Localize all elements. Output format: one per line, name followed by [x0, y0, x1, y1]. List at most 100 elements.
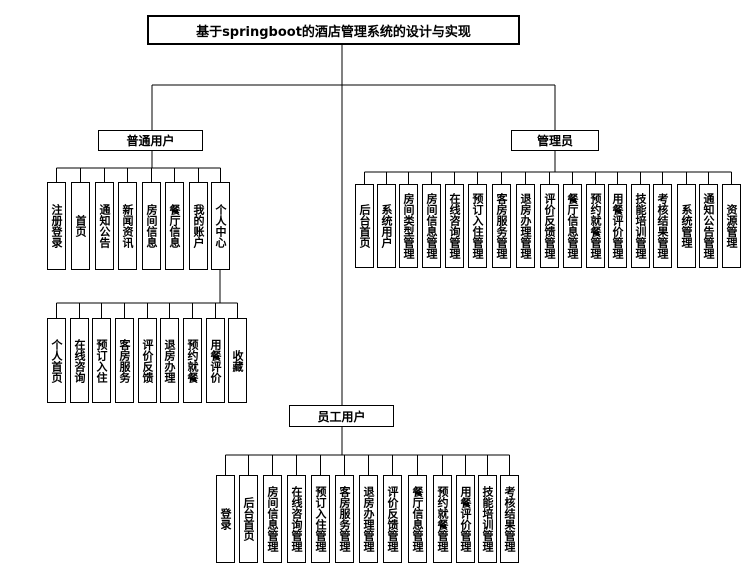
user-item-label: 餐厅信息 [168, 204, 181, 248]
staff-item: 登录 [216, 475, 235, 563]
user-item: 首页 [71, 182, 90, 270]
user-item-label: 首页 [74, 215, 87, 237]
staff-item-label: 预约就餐管理 [436, 486, 449, 552]
staff-item: 预约就餐管理 [433, 475, 452, 563]
admin-item-label: 用餐评价管理 [611, 193, 624, 259]
user-item-label: 通知公告 [98, 204, 111, 248]
staff-item: 后台首页 [239, 475, 258, 563]
admin-item-label: 预约就餐管理 [589, 193, 602, 259]
admin-item: 系统用户 [377, 184, 396, 268]
user-center-item-label: 预约就餐 [186, 338, 199, 383]
user-center-item-label: 个人首页 [50, 338, 63, 383]
admin-item: 房间信息管理 [422, 184, 441, 268]
user-center-item-label: 收藏 [231, 349, 244, 372]
admin-item-label: 房间类型管理 [402, 193, 415, 259]
user-center-item-label: 退房办理 [163, 338, 176, 383]
user-item-label: 个人中心 [214, 204, 227, 248]
admin-item: 房间类型管理 [399, 184, 418, 268]
admin-item-label: 技能培训管理 [634, 193, 647, 259]
admin-item-label: 房间信息管理 [425, 193, 438, 259]
staff-item: 预订入住管理 [311, 475, 330, 563]
staff-item: 客房服务管理 [335, 475, 354, 563]
admin-item: 用餐评价管理 [608, 184, 627, 268]
admin-item-label: 考核结果管理 [656, 193, 669, 259]
admin-item-label: 退房办理管理 [519, 193, 532, 259]
group-user: 普通用户 [98, 130, 203, 151]
staff-item-label: 在线咨询管理 [290, 486, 303, 552]
admin-item: 预订入住管理 [468, 184, 487, 268]
staff-item-label: 评价反馈管理 [386, 486, 399, 552]
user-center-item: 预约就餐 [183, 318, 202, 403]
admin-item: 考核结果管理 [653, 184, 672, 268]
user-center-item: 用餐评价 [206, 318, 225, 403]
admin-item-label: 预订入住管理 [471, 193, 484, 259]
user-center-item: 个人首页 [47, 318, 66, 403]
staff-item-label: 登录 [219, 508, 232, 530]
user-item: 注册登录 [47, 182, 66, 270]
user-center-item: 预订入住 [92, 318, 111, 403]
admin-item: 客房服务管理 [492, 184, 511, 268]
user-center-item-label: 客房服务 [118, 338, 131, 383]
admin-item-label: 资源管理 [725, 204, 738, 248]
admin-item: 在线咨询管理 [445, 184, 464, 268]
admin-item-label: 在线咨询管理 [448, 193, 461, 259]
user-center-item: 评价反馈 [138, 318, 157, 403]
user-item: 我的账户 [189, 182, 208, 270]
group-admin: 管理员 [511, 130, 599, 151]
user-item-label: 房间信息 [145, 204, 158, 248]
staff-item-label: 餐厅信息管理 [411, 486, 424, 552]
user-center-item-label: 评价反馈 [141, 338, 154, 383]
user-item: 房间信息 [142, 182, 161, 270]
admin-item: 系统管理 [677, 184, 696, 268]
user-item-label: 注册登录 [50, 204, 63, 248]
user-item: 新闻资讯 [118, 182, 137, 270]
user-item: 餐厅信息 [165, 182, 184, 270]
user-item: 个人中心 [211, 182, 230, 270]
admin-item: 餐厅信息管理 [563, 184, 582, 268]
staff-item-label: 考核结果管理 [503, 486, 516, 552]
staff-item: 评价反馈管理 [383, 475, 402, 563]
user-center-item-label: 预订入住 [95, 338, 108, 383]
user-center-item-label: 在线咨询 [73, 338, 86, 383]
staff-item: 餐厅信息管理 [408, 475, 427, 563]
diagram-title: 基于springboot的酒店管理系统的设计与实现 [147, 15, 520, 45]
user-item: 通知公告 [95, 182, 114, 270]
staff-item-label: 退房办理管理 [362, 486, 375, 552]
admin-item-label: 通知公告管理 [702, 193, 715, 259]
admin-item: 评价反馈管理 [540, 184, 559, 268]
admin-item: 后台首页 [355, 184, 374, 268]
staff-item: 用餐评价管理 [456, 475, 475, 563]
user-center-item: 收藏 [228, 318, 247, 403]
admin-item-label: 系统管理 [680, 204, 693, 248]
admin-item: 技能培训管理 [631, 184, 650, 268]
admin-item-label: 评价反馈管理 [543, 193, 556, 259]
user-center-item: 退房办理 [160, 318, 179, 403]
admin-item: 预约就餐管理 [586, 184, 605, 268]
staff-item-label: 房间信息管理 [266, 486, 279, 552]
admin-item: 资源管理 [722, 184, 741, 268]
admin-item-label: 客房服务管理 [495, 193, 508, 259]
staff-item-label: 技能培训管理 [481, 486, 494, 552]
admin-item-label: 系统用户 [380, 204, 393, 248]
user-item-label: 我的账户 [192, 204, 205, 248]
admin-item: 通知公告管理 [699, 184, 718, 268]
user-item-label: 新闻资讯 [121, 204, 134, 248]
group-staff: 员工用户 [289, 405, 394, 427]
staff-item: 技能培训管理 [478, 475, 497, 563]
user-center-item: 在线咨询 [70, 318, 89, 403]
user-center-item: 客房服务 [115, 318, 134, 403]
staff-item: 房间信息管理 [263, 475, 282, 563]
staff-item: 退房办理管理 [359, 475, 378, 563]
staff-item-label: 客房服务管理 [338, 486, 351, 552]
staff-item-label: 用餐评价管理 [459, 486, 472, 552]
staff-item: 考核结果管理 [500, 475, 519, 563]
admin-item-label: 后台首页 [358, 204, 371, 248]
user-center-item-label: 用餐评价 [209, 338, 222, 383]
admin-item-label: 餐厅信息管理 [566, 193, 579, 259]
staff-item-label: 后台首页 [242, 497, 255, 541]
staff-item-label: 预订入住管理 [314, 486, 327, 552]
admin-item: 退房办理管理 [516, 184, 535, 268]
staff-item: 在线咨询管理 [287, 475, 306, 563]
